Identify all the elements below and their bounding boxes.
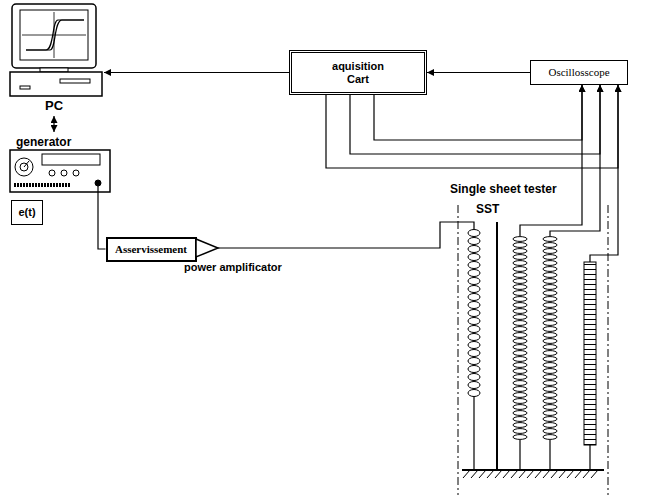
ground-hatch [463,470,598,478]
generator-knob [61,170,67,176]
coil-loops [512,236,528,440]
generator-knob [73,170,79,176]
signal-wire [98,194,106,249]
drive-slot [60,79,90,83]
signal-wire [326,85,618,168]
signal-wire [218,222,446,248]
computer-node: PC [4,2,104,116]
primary-coil [466,229,482,397]
plot-axes [22,12,86,58]
hysteresis-branch [26,20,84,50]
generator-display [42,154,100,165]
sst-drawing [446,183,618,495]
coil-wire [590,183,618,262]
signal-wire [53,116,54,132]
generator-dial [15,158,33,176]
coil-wire [550,183,600,236]
hysteresis-branch [26,20,84,50]
coil-wire [589,445,590,470]
coil-wire [549,440,550,470]
signal-wire [581,85,582,183]
node-label: generator [16,136,71,150]
signal-wire [599,85,600,183]
node-label: aquisition Cart [321,60,395,85]
node-label: PC [45,99,63,114]
node-label: e(t) [18,206,35,219]
coil-loops [466,229,482,397]
generator-node: generator [8,132,112,194]
signal-wire [350,85,600,154]
signal-box: e(t) [11,200,43,225]
output-wire [97,186,98,194]
node-sublabel: SST [476,203,499,217]
node-label: power amplificator [184,261,282,274]
tester-region: Single sheet testerSST [446,183,630,495]
output-jack [95,180,101,186]
signal-wire [427,72,530,73]
node-label: Single sheet tester [450,183,557,197]
region-border [608,205,609,495]
monitor-screen [20,10,88,60]
node-label: Oscillosscope [548,66,609,79]
secondary-coil [512,236,528,440]
region-border [458,205,459,495]
sensor-coil [584,262,596,445]
generator-keys [14,183,70,187]
dial-pointer [24,161,29,167]
amplifier-outline [196,239,218,257]
amplifier-triangle: power amplificator [196,239,218,257]
control-box: Asservissement [106,237,197,262]
computer-case [10,72,102,96]
coil-loops [542,236,558,440]
generator-case [10,150,110,192]
coil-wire [519,440,520,470]
generator-knob [49,170,55,176]
generator-icon [10,150,110,194]
computer-icon [10,4,102,96]
secondary-coil [542,236,558,440]
coil-wire [446,222,474,229]
drive-slot [20,86,30,89]
magnetic-sheet [496,222,498,470]
signal-wire [104,72,289,73]
oscilloscope-box: Oscillosscope [530,60,628,85]
node-label: Asservissement [115,243,187,256]
coil-wire [473,397,474,470]
acquisition-box: aquisition Cart [289,50,427,95]
monitor-case [12,4,96,68]
amplifier-symbol [196,239,218,257]
signal-wire [617,85,618,183]
coil-hatch [584,262,596,445]
